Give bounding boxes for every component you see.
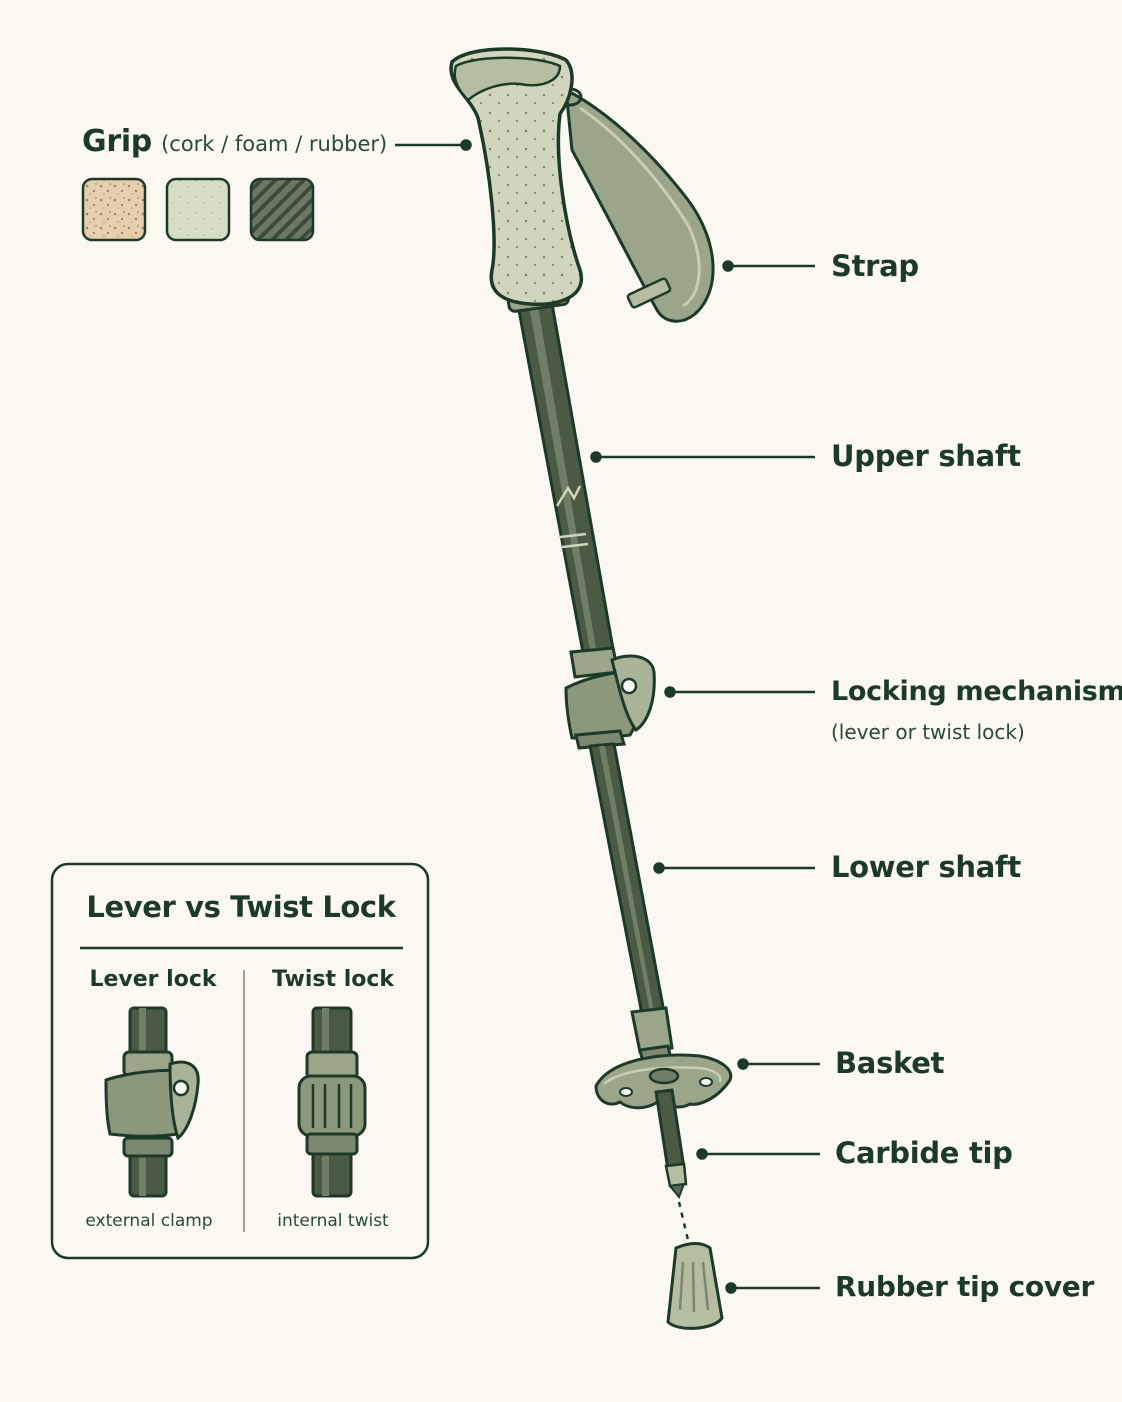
- lever-lock-title: Lever lock: [63, 967, 243, 992]
- label-upper-shaft: Upper shaft: [831, 439, 1021, 473]
- grip-subtitle: (cork / foam / rubber): [161, 132, 387, 156]
- comparison-title: Lever vs Twist Lock: [52, 890, 430, 924]
- grip-swatches: [83, 179, 313, 240]
- strap: [559, 89, 713, 321]
- grip: [451, 49, 581, 312]
- twist-lock-title: Twist lock: [243, 967, 423, 992]
- label-strap: Strap: [831, 249, 919, 283]
- rubber-tip-cover: [668, 1244, 722, 1329]
- swatch-cork: [83, 179, 145, 240]
- swatch-rubber: [251, 179, 313, 240]
- label-basket: Basket: [835, 1046, 944, 1080]
- carbide-tip: [656, 1090, 688, 1240]
- locking-mechanism: [566, 648, 654, 748]
- swatch-foam: [167, 179, 229, 240]
- lower-shaft: [590, 744, 672, 1066]
- twist-lock-caption: internal twist: [243, 1211, 423, 1231]
- grip-title: Grip: [82, 124, 152, 159]
- label-carbide-tip: Carbide tip: [835, 1136, 1013, 1170]
- lever-lock-caption: external clamp: [59, 1211, 239, 1231]
- upper-shaft: [517, 298, 615, 663]
- label-locking-sub: (lever or twist lock): [831, 720, 1025, 744]
- label-rubber-tip-cover: Rubber tip cover: [835, 1270, 1094, 1303]
- label-lower-shaft: Lower shaft: [831, 850, 1021, 884]
- label-locking-mechanism: Locking mechanism: [831, 676, 1122, 707]
- grip-label: Grip (cork / foam / rubber): [82, 124, 387, 159]
